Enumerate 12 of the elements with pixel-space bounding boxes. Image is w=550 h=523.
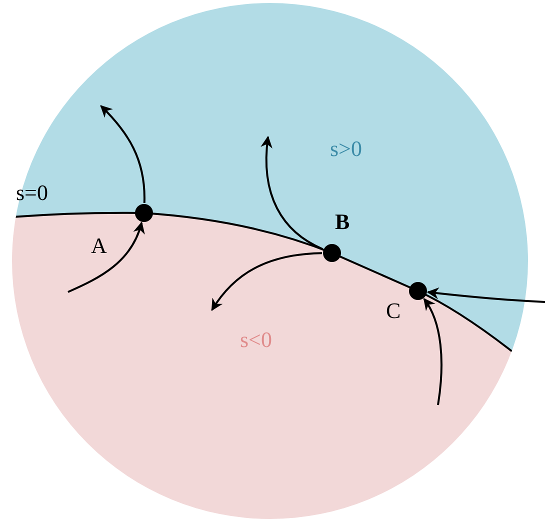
trajectory-arrow <box>426 287 546 303</box>
region-label: s<0 <box>240 328 272 352</box>
region-label: s=0 <box>16 181 48 205</box>
point-label: A <box>91 234 107 258</box>
trajectory-arrow <box>100 105 146 203</box>
trajectory-arrow <box>423 298 442 406</box>
region-label: s>0 <box>330 137 362 161</box>
trajectory-arrow <box>260 136 324 250</box>
trajectory-arrow <box>211 252 322 311</box>
point-label: B <box>335 210 350 234</box>
trajectory-arrow <box>68 222 144 293</box>
point-label: C <box>386 299 401 323</box>
